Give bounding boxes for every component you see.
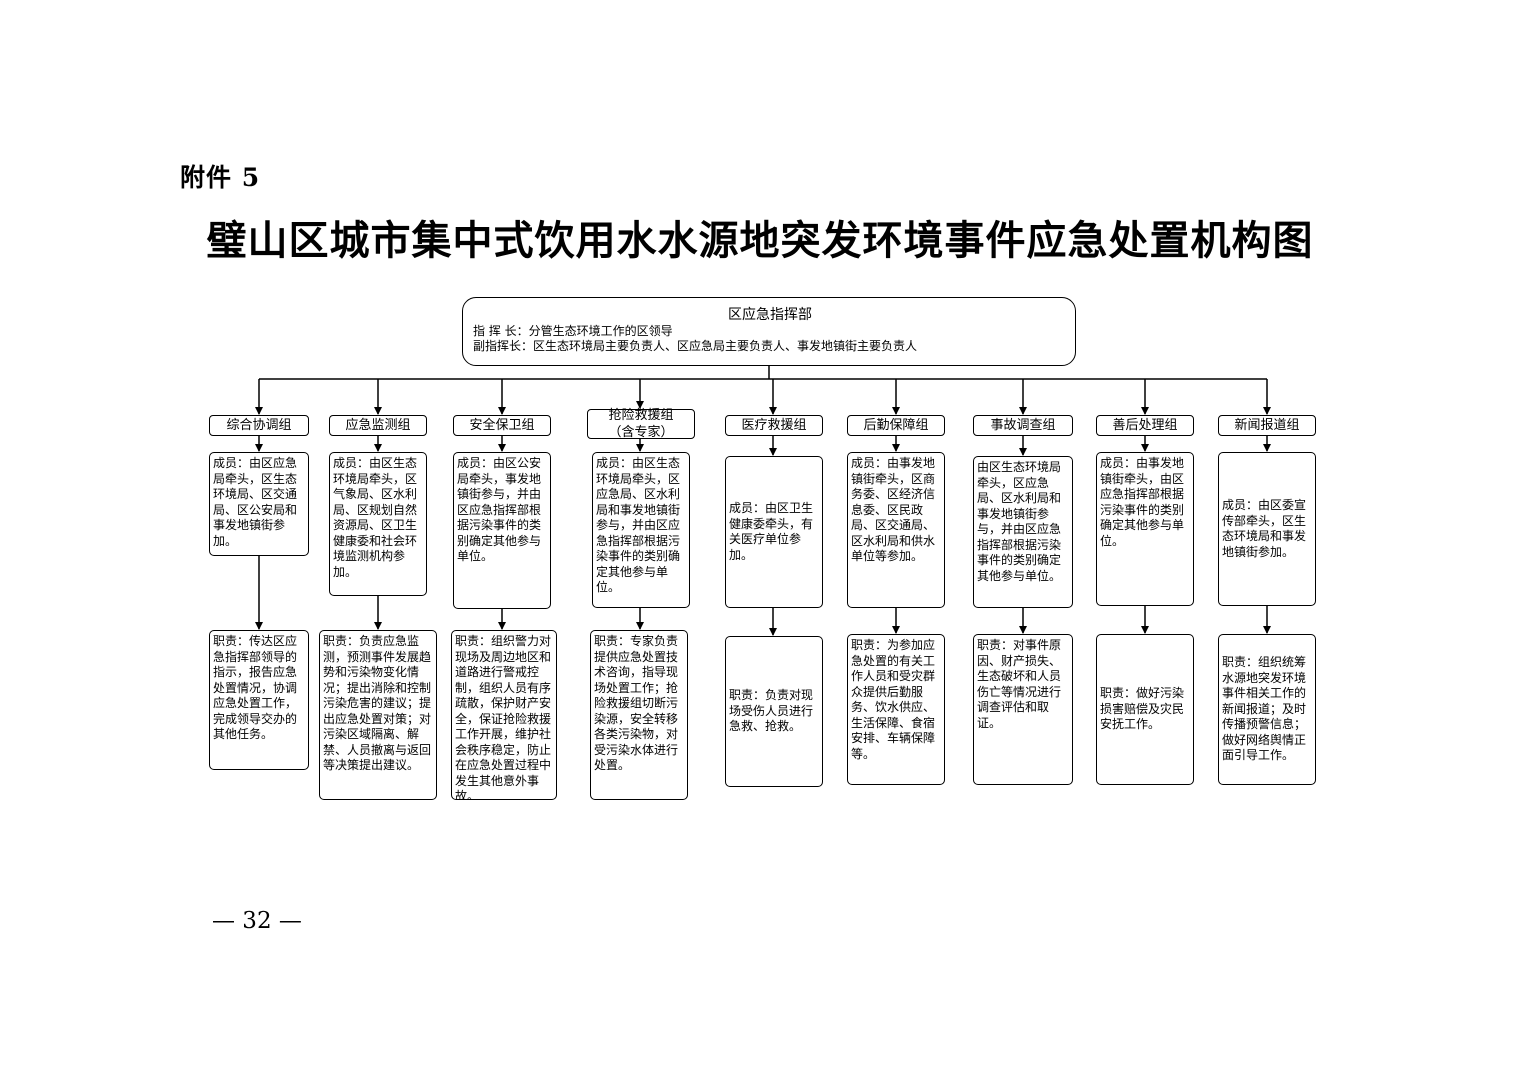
group-4-name-box-text: 抢险救援组（含专家）: [608, 408, 674, 440]
group-8-members-box: 成员：由事发地镇街牵头，由区应急指挥部根据污染事件的类别确定其他参与单位。: [1096, 452, 1194, 606]
group-5-name-box: 医疗救援组: [725, 415, 823, 436]
group-9-members-box-text: 成员：由区委宣传部牵头，区生态环境局和事发地镇街参加。: [1222, 498, 1307, 559]
group-8-members-box-text: 成员：由事发地镇街牵头，由区应急指挥部根据污染事件的类别确定其他参与单位。: [1100, 456, 1185, 548]
group-6-members-box-text: 成员：由事发地镇街牵头，区商务委、区经济信息委、区民政局、区交通局、区水利局和供…: [851, 456, 936, 563]
group-3-members-box: 成员：由区公安局牵头，事发地镇街参与，并由区应急指挥部根据污染事件的类别确定其他…: [453, 452, 551, 609]
group-1-name-box-text: 综合协调组: [226, 418, 292, 433]
group-4-duty-box-text: 职责：专家负责提供应急处置技术咨询，指导现场处置工作；抢险救援组切断污染源，安全…: [594, 634, 679, 772]
group-2-duty-box: 职责：负责应急监测，预测事件发展趋势和污染物变化情况；提出消除和控制污染危害的建…: [319, 630, 437, 800]
group-1-duty-box-text: 职责：传达区应急指挥部领导的指示，报告应急处置情况，协调应急处置工作，完成领导交…: [213, 634, 298, 741]
group-2-duty-box-text: 职责：负责应急监测，预测事件发展趋势和污染物变化情况；提出消除和控制污染危害的建…: [323, 634, 432, 772]
group-1-duty-box: 职责：传达区应急指挥部领导的指示，报告应急处置情况，协调应急处置工作，完成领导交…: [209, 630, 309, 770]
group-3-members-box-text: 成员：由区公安局牵头，事发地镇街参与，并由区应急指挥部根据污染事件的类别确定其他…: [457, 456, 542, 563]
group-2-name-box-text: 应急监测组: [345, 418, 411, 433]
group-4-members-box: 成员：由区生态环境局牵头，区应急局、区水利局和事发地镇街参与，并由区应急指挥部根…: [592, 452, 690, 608]
group-3-duty-box: 职责：组织警力对现场及周边地区和道路进行警戒控制，组织人员有序疏散，保护财产安全…: [451, 630, 557, 800]
group-6-duty-box-text: 职责：为参加应急处置的有关工作人员和受灾群众提供后勤服务、饮水供应、生活保障、食…: [851, 638, 936, 761]
command-center-box: 区应急指挥部 指 挥 长：分管生态环境工作的区领导 副指挥长：区生态环境局主要负…: [462, 297, 1076, 366]
group-4-duty-box: 职责：专家负责提供应急处置技术咨询，指导现场处置工作；抢险救援组切断污染源，安全…: [590, 630, 688, 800]
group-5-duty-box-text: 职责：负责对现场受伤人员进行急救、抢救。: [729, 688, 814, 734]
attachment-label: 附件 5: [180, 163, 261, 192]
group-9-duty-box-text: 职责：组织统筹水源地突发环境事件相关工作的新闻报道；及时传播预警信息；做好网络舆…: [1222, 655, 1307, 763]
group-3-name-box: 安全保卫组: [453, 415, 551, 436]
group-6-name-box: 后勤保障组: [847, 415, 945, 436]
commander-line: 指 挥 长：分管生态环境工作的区领导: [473, 324, 673, 338]
group-4-name-box: 抢险救援组（含专家）: [587, 408, 695, 440]
group-7-name-box: 事故调查组: [973, 415, 1073, 436]
group-7-name-box-text: 事故调查组: [990, 418, 1056, 433]
group-6-name-box-text: 后勤保障组: [863, 418, 929, 433]
group-4-members-box-text: 成员：由区生态环境局牵头，区应急局、区水利局和事发地镇街参与，并由区应急指挥部根…: [596, 456, 681, 594]
command-center-title: 区应急指挥部: [728, 307, 812, 323]
page-title: 璧山区城市集中式饮用水水源地突发环境事件应急处置机构图: [206, 217, 1314, 264]
group-9-name-box-text: 新闻报道组: [1234, 418, 1300, 433]
deputy-commander-line: 副指挥长：区生态环境局主要负责人、区应急局主要负责人、事发地镇街主要负责人: [473, 339, 918, 353]
group-7-members-box: 由区生态环境局牵头，区应急局、区水利局和事发地镇街参与，并由区应急指挥部根据污染…: [973, 456, 1073, 608]
group-3-name-box-text: 安全保卫组: [469, 418, 535, 433]
group-1-name-box: 综合协调组: [209, 415, 309, 436]
group-1-members-box: 成员：由区应急局牵头，区生态环境局、区交通局、区公安局和事发地镇街参加。: [209, 452, 309, 556]
group-9-members-box: 成员：由区委宣传部牵头，区生态环境局和事发地镇街参加。: [1218, 452, 1316, 606]
group-5-duty-box: 职责：负责对现场受伤人员进行急救、抢救。: [725, 636, 823, 787]
page-number: — 32 —: [212, 908, 302, 934]
group-6-members-box: 成员：由事发地镇街牵头，区商务委、区经济信息委、区民政局、区交通局、区水利局和供…: [847, 452, 945, 608]
group-2-members-box: 成员：由区生态环境局牵头，区气象局、区水利局、区规划自然资源局、区卫生健康委和社…: [329, 452, 427, 596]
group-8-duty-box-text: 职责：做好污染损害赔偿及灾民安抚工作。: [1100, 686, 1185, 732]
group-5-members-box: 成员：由区卫生健康委牵头，有关医疗单位参加。: [725, 456, 823, 608]
group-2-name-box: 应急监测组: [329, 415, 427, 436]
group-1-members-box-text: 成员：由区应急局牵头，区生态环境局、区交通局、区公安局和事发地镇街参加。: [213, 456, 298, 548]
group-6-duty-box: 职责：为参加应急处置的有关工作人员和受灾群众提供后勤服务、饮水供应、生活保障、食…: [847, 634, 945, 785]
group-8-name-box-text: 善后处理组: [1112, 418, 1178, 433]
group-5-name-box-text: 医疗救援组: [741, 418, 807, 433]
group-7-duty-box-text: 职责：对事件原因、财产损失、生态破坏和人员伤亡等情况进行调查评估和取证。: [977, 638, 1062, 730]
group-2-members-box-text: 成员：由区生态环境局牵头，区气象局、区水利局、区规划自然资源局、区卫生健康委和社…: [333, 456, 418, 579]
group-8-name-box: 善后处理组: [1096, 415, 1194, 436]
group-5-members-box-text: 成员：由区卫生健康委牵头，有关医疗单位参加。: [729, 501, 814, 562]
group-9-name-box: 新闻报道组: [1218, 415, 1316, 436]
group-9-duty-box: 职责：组织统筹水源地突发环境事件相关工作的新闻报道；及时传播预警信息；做好网络舆…: [1218, 634, 1316, 785]
group-3-duty-box-text: 职责：组织警力对现场及周边地区和道路进行警戒控制，组织人员有序疏散，保护财产安全…: [455, 634, 552, 800]
group-7-duty-box: 职责：对事件原因、财产损失、生态破坏和人员伤亡等情况进行调查评估和取证。: [973, 634, 1073, 785]
group-8-duty-box: 职责：做好污染损害赔偿及灾民安抚工作。: [1096, 634, 1194, 785]
group-7-members-box-text: 由区生态环境局牵头，区应急局、区水利局和事发地镇街参与，并由区应急指挥部根据污染…: [977, 460, 1062, 583]
